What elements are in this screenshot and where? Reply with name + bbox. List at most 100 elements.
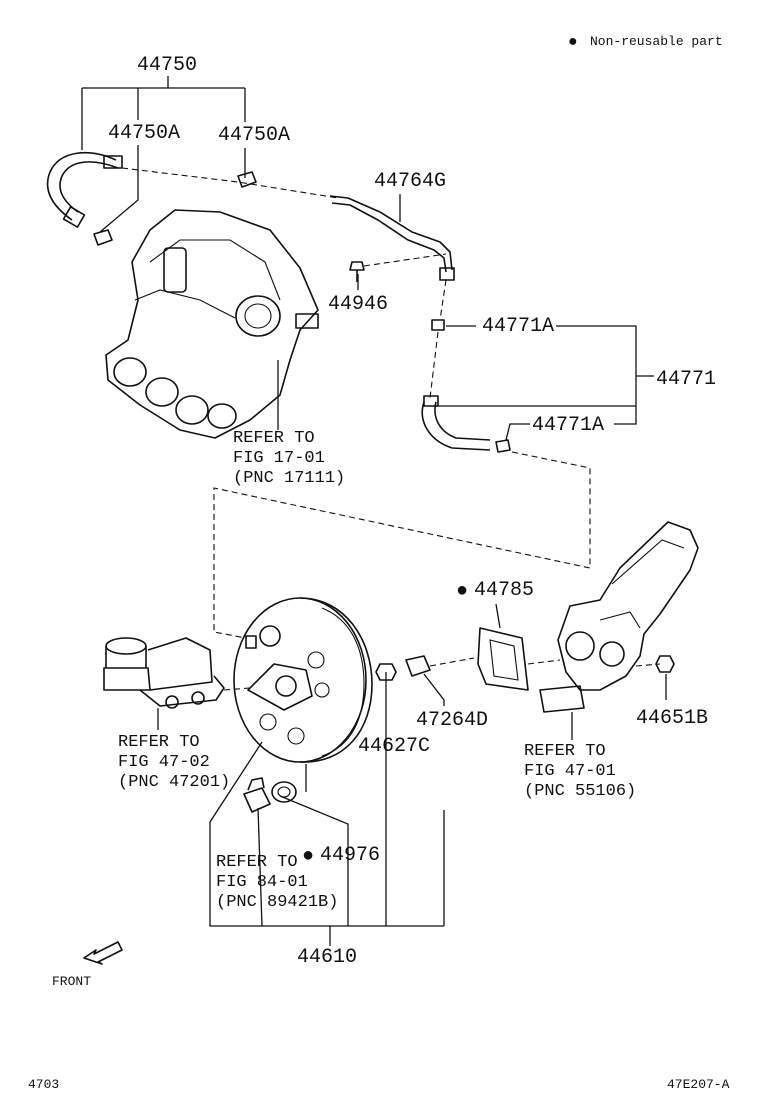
- label-44750a-right[interactable]: 44750A: [218, 124, 290, 147]
- pipe-end-fitting: [439, 267, 455, 281]
- leader-47264d: [423, 673, 445, 706]
- nut-44651b-group[interactable]: 44651B: [636, 655, 708, 730]
- footer-figure-code: 47E207-A: [667, 1077, 730, 1092]
- label-44651b[interactable]: 44651B: [636, 707, 708, 730]
- throttle-body-bore: [235, 295, 281, 337]
- hose-clip-left: [93, 229, 113, 246]
- pedal-bracket-bore-2: [599, 641, 625, 667]
- ref-pedal-bracket-line2: FIG 47-01: [524, 762, 616, 781]
- nut-44651b: [655, 655, 675, 673]
- seal-44976-inner: [277, 786, 291, 798]
- booster-hole-1: [307, 651, 325, 669]
- ref-manifold-line3: (PNC 17111): [233, 469, 345, 488]
- dash-bracket-mounts: [527, 659, 661, 667]
- manifold-outline: [105, 209, 319, 439]
- ref-sensor-line3: (PNC 89421B): [216, 893, 338, 912]
- front-indicator: FRONT: [52, 941, 123, 989]
- legend: ● Non-reusable part: [568, 33, 723, 51]
- runner-port-3: [175, 395, 209, 425]
- intake-manifold[interactable]: REFER TO FIG 17-01 (PNC 17111): [105, 209, 345, 488]
- vacuum-hose-44771-group[interactable]: 44771A 44771 44771A: [213, 315, 716, 639]
- footer-page-code: 4703: [28, 1077, 59, 1092]
- clevis-47264d: [405, 655, 431, 677]
- pedal-bracket[interactable]: REFER TO FIG 47-01 (PNC 55106): [524, 521, 699, 801]
- reservoir-cap-sides: [105, 646, 147, 668]
- leader-44610: [209, 672, 445, 927]
- booster-check-valve-seat: [259, 625, 281, 647]
- check-valve: [245, 635, 257, 649]
- ref-master-cyl-line2: FIG 47-02: [118, 753, 210, 772]
- vacuum-sensor: [243, 777, 271, 813]
- dash-pipe-to-hose: [439, 279, 447, 321]
- reservoir-tank: [147, 637, 213, 691]
- leader-44771: [436, 325, 654, 425]
- ref-pedal-bracket-line1: REFER TO: [524, 742, 606, 761]
- bolt-44946: [349, 261, 365, 282]
- hose-44771-outline-a: [421, 401, 491, 451]
- label-44771[interactable]: 44771: [656, 368, 716, 391]
- sensor-and-seal-group[interactable]: ● 44976 REFER TO FIG 84-01 (PNC 89421B): [216, 777, 380, 912]
- master-cylinder[interactable]: REFER TO FIG 47-02 (PNC 47201): [103, 637, 251, 792]
- legend-text: Non-reusable part: [590, 34, 723, 49]
- runner-port-4: [207, 403, 237, 429]
- gasket-inner-opening: [489, 639, 519, 681]
- label-44785[interactable]: 44785: [474, 579, 534, 602]
- label-47264d[interactable]: 47264D: [416, 709, 488, 732]
- pedal-bracket-flange: [599, 539, 685, 629]
- booster-rear-shell: [299, 597, 373, 763]
- vacuum-hose-44750-group[interactable]: 44750 44750A 44750A: [46, 54, 339, 246]
- label-44771a-top[interactable]: 44771A: [482, 315, 554, 338]
- booster-mount-plate: [247, 663, 313, 711]
- reservoir-body: [103, 667, 151, 691]
- runner-port-1: [113, 357, 147, 387]
- label-44750[interactable]: 44750: [137, 54, 197, 77]
- hose-clip-right: [237, 171, 257, 188]
- ref-master-cyl-line1: REFER TO: [118, 733, 200, 752]
- hose-44771-outline-b: [434, 401, 491, 441]
- brake-booster[interactable]: 44610: [209, 597, 445, 969]
- label-44627c[interactable]: 44627C: [358, 735, 430, 758]
- dash-bolt-to-pipe: [363, 253, 447, 267]
- gasket-44785: [477, 627, 529, 691]
- dash-hose-to-pipe: [121, 167, 339, 199]
- label-44976[interactable]: 44976: [320, 844, 380, 867]
- cylinder-body: [139, 675, 225, 707]
- pedal-bracket-outline: [557, 521, 699, 691]
- leader-44750: [81, 76, 246, 150]
- throttle-body-inner: [244, 303, 272, 329]
- vacuum-pipe-outline-a: [329, 195, 453, 271]
- booster-hole-4: [259, 713, 277, 731]
- label-44771a-bottom[interactable]: 44771A: [532, 414, 604, 437]
- manifold-runner-top: [149, 239, 281, 301]
- hose-end-fitting-lower: [62, 206, 86, 228]
- label-44764g[interactable]: 44764G: [374, 170, 446, 193]
- ref-master-cyl-line3: (PNC 47201): [118, 773, 230, 792]
- booster-hole-3: [287, 727, 305, 745]
- hose-clip-44771a-bottom: [495, 439, 511, 453]
- ref-pedal-bracket-line3: (PNC 55106): [524, 782, 636, 801]
- label-44946[interactable]: 44946: [328, 293, 388, 316]
- manifold-boss: [163, 247, 187, 293]
- ref-sensor-line1: REFER TO: [216, 853, 298, 872]
- seal-44976: [271, 781, 297, 803]
- ref-sensor-line2: FIG 84-01: [216, 873, 308, 892]
- nut-44627c-group[interactable]: 44627C: [358, 663, 430, 758]
- manifold-bracket: [295, 313, 319, 329]
- gasket-44785-group[interactable]: ● 44785: [456, 579, 534, 691]
- mark-44785: ●: [456, 580, 468, 603]
- clevis-47264d-group[interactable]: 47264D: [405, 655, 488, 732]
- dash-clevis-to-gasket: [429, 657, 475, 667]
- leader-44750a-left: [99, 145, 139, 233]
- vacuum-hose-outline-b: [59, 161, 119, 213]
- label-44750a-left[interactable]: 44750A: [108, 122, 180, 145]
- runner-port-2: [145, 377, 179, 407]
- booster-rim: [321, 607, 365, 757]
- hose-44771-end: [423, 395, 439, 407]
- cylinder-port-2: [191, 691, 205, 705]
- label-44610[interactable]: 44610: [297, 946, 357, 969]
- mark-44976: ●: [302, 845, 314, 868]
- vacuum-pipe-44764g-group[interactable]: 44764G 44946: [328, 170, 455, 321]
- ref-manifold-line1: REFER TO: [233, 429, 315, 448]
